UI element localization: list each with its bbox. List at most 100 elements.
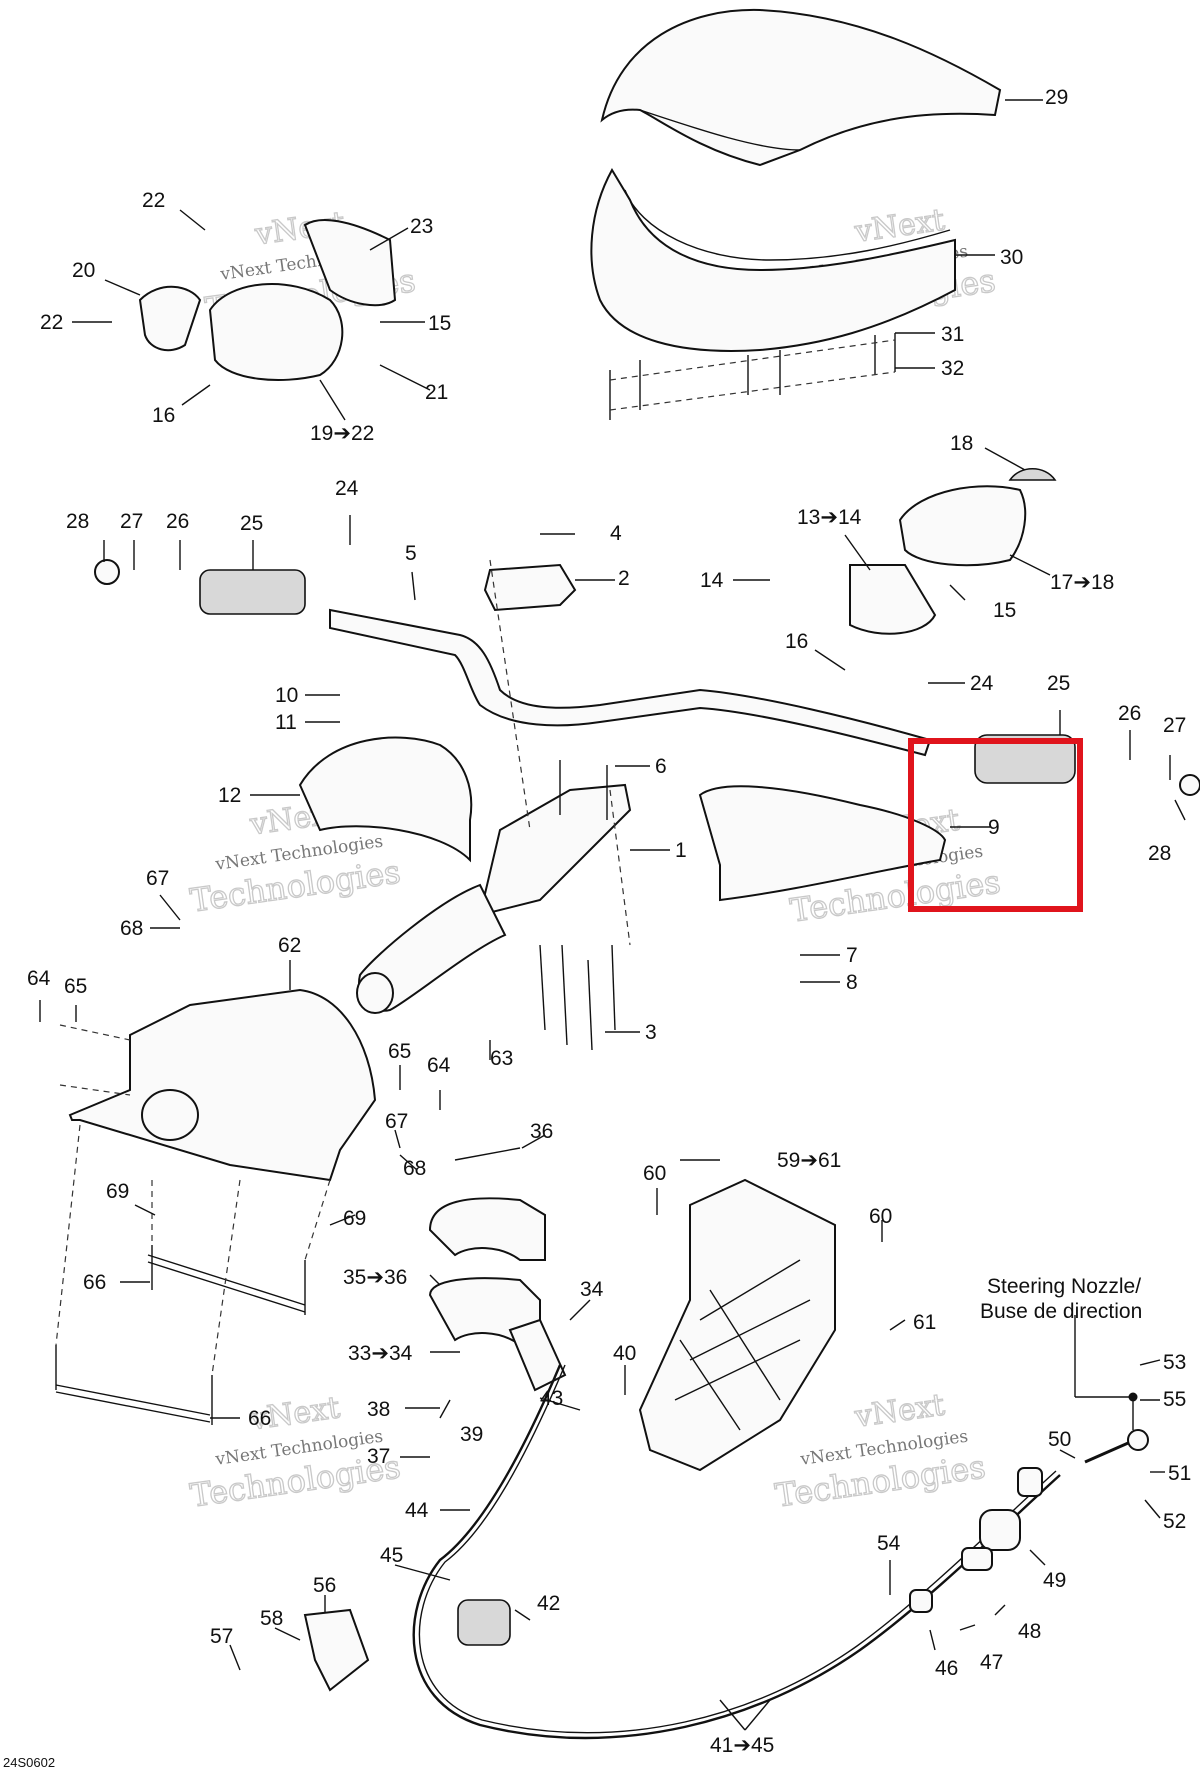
callout-label: 16 [785, 630, 808, 653]
callout-label: 10 [275, 684, 298, 707]
cap-18-part [1008, 467, 1057, 481]
callout-label: 62 [278, 934, 301, 957]
shroud-screws [609, 333, 896, 420]
callout-label: 27 [1163, 714, 1186, 737]
watermark-16: vNext [852, 1388, 947, 1435]
steering-tube-end [356, 972, 394, 1014]
callout-label: 67 [146, 867, 169, 890]
callout-label: 60 [643, 1162, 666, 1185]
callout-label: 7 [846, 944, 858, 967]
callout-label: 21 [425, 381, 448, 404]
sleeve-48 [979, 1509, 1021, 1551]
callout-label: 17➔18 [1050, 571, 1114, 594]
callout-label: 52 [1163, 1510, 1186, 1533]
bracket-grid [674, 1259, 811, 1431]
cover-9-part [698, 785, 947, 902]
callout-label: 8 [846, 971, 858, 994]
sleeve-49 [1017, 1467, 1043, 1497]
ball-joint-end [1127, 1429, 1149, 1451]
callout-label: 44 [405, 1499, 429, 1522]
callout-label: 61 [913, 1311, 936, 1334]
callout-label: 9 [988, 816, 1000, 839]
callout-label: 57 [210, 1625, 233, 1648]
callout-label: 69 [343, 1207, 366, 1230]
diagram-code: 24S0602 [3, 1755, 55, 1770]
handlebar-clamp-part [483, 563, 577, 612]
callout-label: 26 [166, 510, 189, 533]
callout-label: 60 [869, 1205, 892, 1228]
callout-label: 66 [83, 1271, 106, 1294]
callout-label: 34 [580, 1278, 604, 1301]
callout-label: 51 [1168, 1462, 1191, 1485]
left-bar-end-cap [94, 559, 120, 585]
watermark-4: vNext [852, 203, 947, 250]
callout-label: 67 [385, 1110, 408, 1133]
callout-label: 36 [530, 1120, 553, 1143]
callout-label: 46 [935, 1657, 958, 1680]
callout-label: 28 [1148, 842, 1171, 865]
column-dash-line [489, 559, 531, 831]
callout-label: 26 [1118, 702, 1141, 725]
callout-label: 59➔61 [777, 1149, 841, 1172]
callout-labels: 29 30 31 32 22 23 20 22 15 21 16 19➔22 1… [27, 86, 1191, 1757]
callout-label: 53 [1163, 1351, 1186, 1374]
callout-label: 16 [152, 404, 175, 427]
callout-label: 22 [142, 189, 165, 212]
column-dash-line-2 [609, 789, 631, 946]
steering-note-line2: Buse de direction [980, 1300, 1142, 1323]
left-throttle-cover-part [303, 219, 397, 307]
callout-label: 23 [410, 215, 433, 238]
rods-66 [55, 1245, 306, 1425]
column-bolts [539, 944, 616, 1051]
support-62-part [68, 988, 377, 1182]
callout-label: 15 [428, 312, 451, 335]
callout-label: 20 [72, 259, 95, 282]
right-bar-end-cap [1179, 774, 1200, 796]
callout-label: 25 [1047, 672, 1070, 695]
callout-label: 5 [405, 542, 417, 565]
callout-label: 30 [1000, 246, 1023, 269]
callout-label: 24 [335, 477, 359, 500]
column-bolts-6 [559, 760, 608, 820]
callout-label: 19➔22 [310, 422, 374, 445]
callout-label: 40 [613, 1342, 636, 1365]
lower-shroud-part [590, 167, 956, 352]
callout-label: 55 [1163, 1388, 1186, 1411]
seat-edge-line [639, 109, 801, 151]
rod-dash-4 [304, 1179, 331, 1261]
callout-label: 24 [970, 672, 994, 695]
sleeve-46 [909, 1589, 933, 1613]
callout-label: 63 [490, 1047, 513, 1070]
right-grip-part [974, 734, 1076, 784]
left-grip-part [199, 569, 306, 615]
callout-label: 42 [537, 1592, 560, 1615]
callout-label: 2 [618, 567, 630, 590]
callout-label: 50 [1048, 1428, 1071, 1451]
right-grip-housing-part [898, 485, 1027, 567]
clamp-56-part [303, 1608, 370, 1692]
callout-label: 27 [120, 510, 143, 533]
screw-dash-line [609, 339, 896, 381]
callout-label: 65 [64, 975, 87, 998]
callout-label: 68 [403, 1157, 426, 1180]
steering-note-line1: Steering Nozzle/ [987, 1275, 1141, 1298]
callout-label: 29 [1045, 86, 1068, 109]
highlight-box-part-9 [908, 738, 1083, 912]
callout-label: 1 [675, 839, 687, 862]
support-dash-line [59, 1024, 131, 1041]
callout-label: 54 [877, 1532, 901, 1555]
clamp-arm-part [508, 1318, 567, 1392]
left-bracket-part [138, 285, 202, 352]
callout-label: 38 [367, 1398, 390, 1421]
clamp-upper-part [428, 1197, 546, 1261]
callout-label: 47 [980, 1651, 1003, 1674]
callout-label: 49 [1043, 1569, 1066, 1592]
right-lever-part [849, 564, 937, 635]
bracket-part [638, 1178, 836, 1472]
callout-label: 41➔45 [710, 1734, 774, 1757]
callout-label: 28 [66, 510, 89, 533]
seat-cover-part [600, 8, 1002, 167]
callout-label: 35➔36 [343, 1266, 407, 1289]
callout-label: 64 [27, 967, 51, 990]
